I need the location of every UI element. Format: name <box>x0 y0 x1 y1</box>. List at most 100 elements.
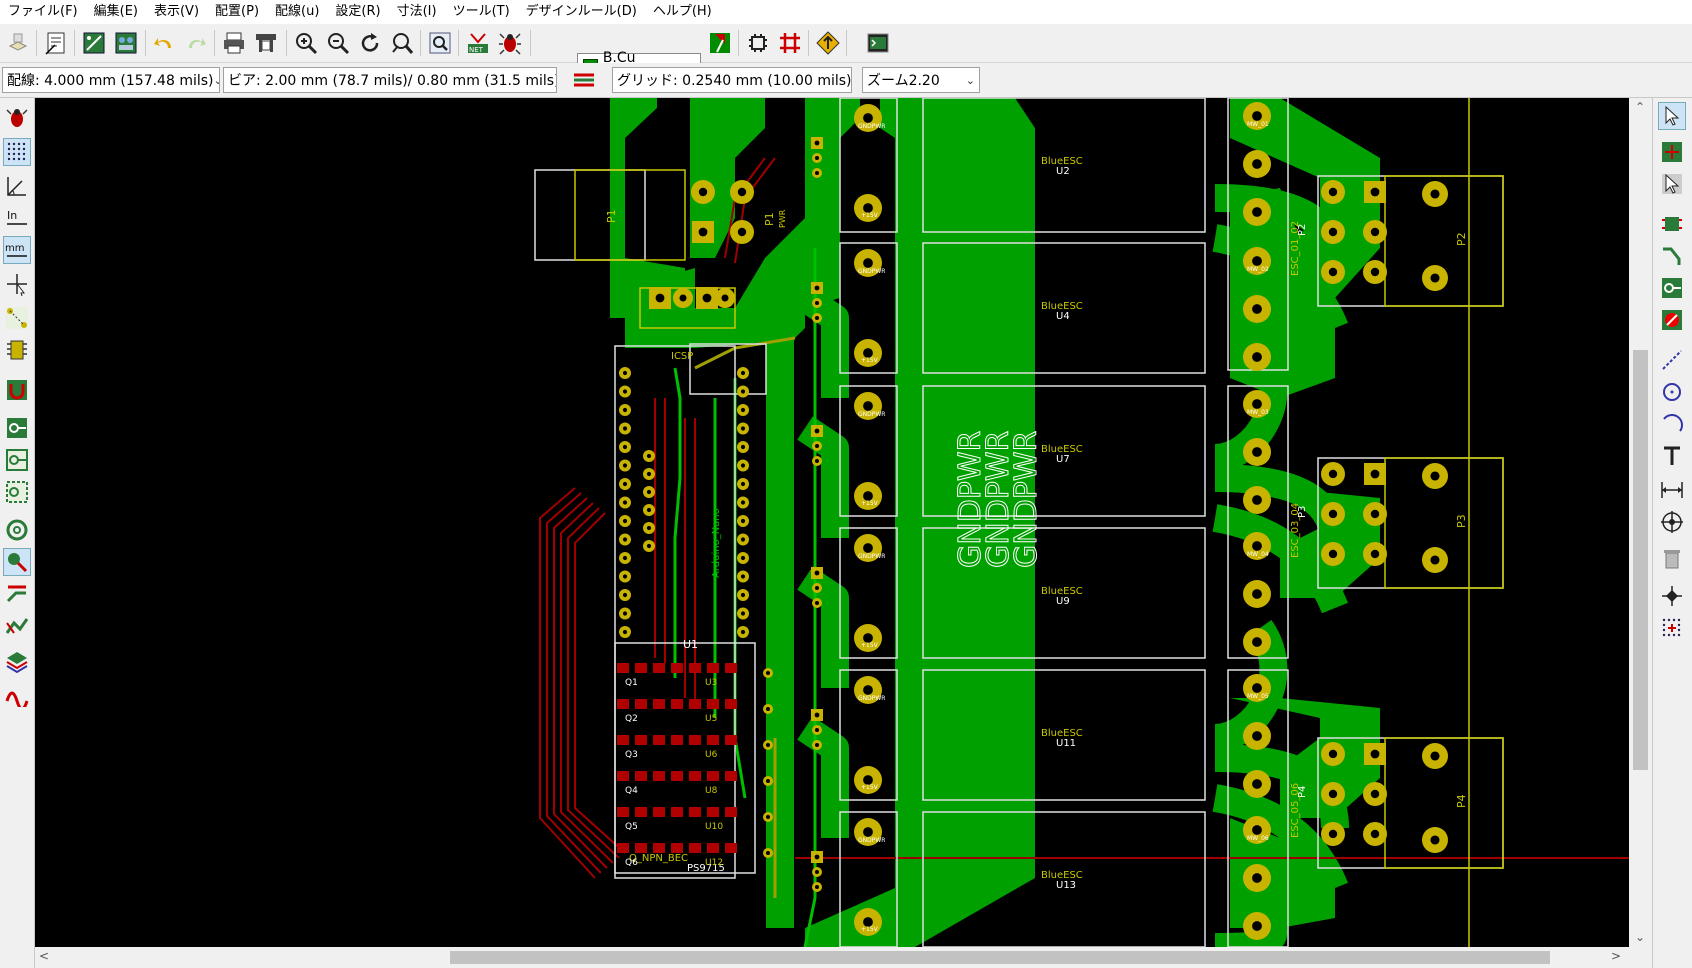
menu-item-5[interactable]: 設定(R) <box>335 4 381 19</box>
menu-item-6[interactable]: 寸法(I) <box>396 4 437 19</box>
smd-pad[interactable] <box>653 807 665 817</box>
scroll-right-icon[interactable]: > <box>1611 949 1622 963</box>
zoom-in-icon[interactable] <box>292 29 320 57</box>
page-settings-icon[interactable] <box>42 29 70 57</box>
smd-pad[interactable] <box>635 843 647 853</box>
select-tool-icon[interactable] <box>1658 102 1686 130</box>
smd-pad[interactable] <box>671 843 683 853</box>
smd-pad[interactable] <box>707 663 719 673</box>
add-target-icon[interactable] <box>1658 508 1686 536</box>
autoroute-icon[interactable] <box>814 29 842 57</box>
add-text-icon[interactable] <box>1658 442 1686 470</box>
via-sketch-icon[interactable] <box>3 548 31 576</box>
smd-pad[interactable] <box>635 699 647 709</box>
menu-item-0[interactable]: ファイル(F) <box>8 4 78 19</box>
smd-pad[interactable] <box>707 735 719 745</box>
smd-pad[interactable] <box>725 771 737 781</box>
zoom-select[interactable]: ズーム2.20⌄ <box>862 67 980 93</box>
add-line-icon[interactable] <box>1658 346 1686 374</box>
auto-delete-track-icon[interactable] <box>3 376 31 404</box>
show-zones-icon[interactable] <box>3 414 31 442</box>
track-width-select[interactable]: 配線: 4.000 mm (157.48 mils)⌄ <box>2 67 220 93</box>
add-footprint-icon[interactable] <box>1658 210 1686 238</box>
horizontal-scrollbar[interactable]: < > <box>35 947 1629 968</box>
add-dimension-icon[interactable] <box>1658 476 1686 504</box>
find-icon[interactable] <box>426 29 454 57</box>
menu-item-1[interactable]: 編集(E) <box>93 4 138 19</box>
smd-pad[interactable] <box>653 699 665 709</box>
smd-pad[interactable] <box>689 843 701 853</box>
auto-track-width-icon[interactable] <box>570 66 598 94</box>
mode-track-icon[interactable] <box>776 29 804 57</box>
smd-pad[interactable] <box>617 699 629 709</box>
redraw-icon[interactable] <box>356 29 384 57</box>
netlist-icon[interactable]: NET <box>464 29 492 57</box>
smd-pad[interactable] <box>689 735 701 745</box>
keepout-icon[interactable] <box>1658 306 1686 334</box>
smd-pad[interactable] <box>707 771 719 781</box>
menu-item-9[interactable]: ヘルプ(H) <box>652 4 712 19</box>
grid-origin-icon[interactable] <box>1658 614 1686 642</box>
smd-pad[interactable] <box>635 663 647 673</box>
add-arc-icon[interactable] <box>1658 410 1686 438</box>
grid-display-icon[interactable] <box>3 138 31 166</box>
smd-pad[interactable] <box>617 807 629 817</box>
via-size-select[interactable]: ビア: 2.00 mm (78.7 mils)/ 0.80 mm (31.5 m… <box>223 67 557 93</box>
smd-pad[interactable] <box>707 807 719 817</box>
high-contrast-icon[interactable] <box>3 612 31 640</box>
local-ratsnest-icon[interactable] <box>1658 170 1686 198</box>
scripting-console-icon[interactable] <box>864 29 892 57</box>
units-inch-icon[interactable]: In <box>3 204 31 232</box>
footprint-ratsnest-icon[interactable] <box>3 336 31 364</box>
menu-item-7[interactable]: ツール(T) <box>452 4 510 19</box>
vertical-scroll-thumb[interactable] <box>1633 350 1648 770</box>
highlight-net-icon[interactable] <box>1658 138 1686 166</box>
polar-coords-icon[interactable] <box>3 172 31 200</box>
smd-pad[interactable] <box>653 735 665 745</box>
smd-pad[interactable] <box>725 735 737 745</box>
new-board-icon[interactable] <box>4 29 32 57</box>
smd-pad[interactable] <box>725 807 737 817</box>
smd-pad[interactable] <box>635 735 647 745</box>
zoom-out-icon[interactable] <box>324 29 352 57</box>
menu-item-3[interactable]: 配置(P) <box>215 4 260 19</box>
smd-pad[interactable] <box>671 771 683 781</box>
delete-tool-icon[interactable] <box>1658 544 1686 572</box>
smd-pad[interactable] <box>671 807 683 817</box>
menu-item-8[interactable]: デザインルール(D) <box>525 4 637 19</box>
smd-pad[interactable] <box>689 699 701 709</box>
smd-pad[interactable] <box>617 735 629 745</box>
libraries-icon[interactable] <box>112 29 140 57</box>
smd-pad[interactable] <box>653 663 665 673</box>
drc-off-icon[interactable] <box>3 104 31 132</box>
scroll-left-icon[interactable]: < <box>39 949 50 963</box>
smd-pad[interactable] <box>707 843 719 853</box>
smd-pad[interactable] <box>671 699 683 709</box>
zone-sketch-icon[interactable] <box>3 478 31 506</box>
zoom-fit-icon[interactable] <box>388 29 416 57</box>
add-circle-icon[interactable] <box>1658 378 1686 406</box>
horizontal-scroll-thumb[interactable] <box>450 951 1550 964</box>
cursor-shape-icon[interactable] <box>3 270 31 298</box>
smd-pad[interactable] <box>635 807 647 817</box>
smd-pad[interactable] <box>689 807 701 817</box>
smd-pad[interactable] <box>725 843 737 853</box>
smd-pad[interactable] <box>725 699 737 709</box>
print-icon[interactable] <box>220 29 248 57</box>
plot-icon[interactable] <box>252 29 280 57</box>
layers-manager-icon[interactable] <box>3 648 31 676</box>
undo-icon[interactable] <box>150 29 178 57</box>
smd-pad[interactable] <box>671 663 683 673</box>
smd-pad[interactable] <box>725 663 737 673</box>
smd-pad[interactable] <box>617 843 629 853</box>
add-zone-icon[interactable] <box>1658 274 1686 302</box>
scroll-down-icon[interactable]: ⌄ <box>1635 930 1646 944</box>
mode-footprint-icon[interactable] <box>744 29 772 57</box>
pad-sketch-icon[interactable] <box>3 516 31 544</box>
ratsnest-icon[interactable] <box>3 304 31 332</box>
smd-pad[interactable] <box>617 771 629 781</box>
units-mm-icon[interactable]: mm <box>3 236 31 264</box>
menu-item-2[interactable]: 表示(V) <box>153 4 200 19</box>
smd-pad[interactable] <box>671 735 683 745</box>
